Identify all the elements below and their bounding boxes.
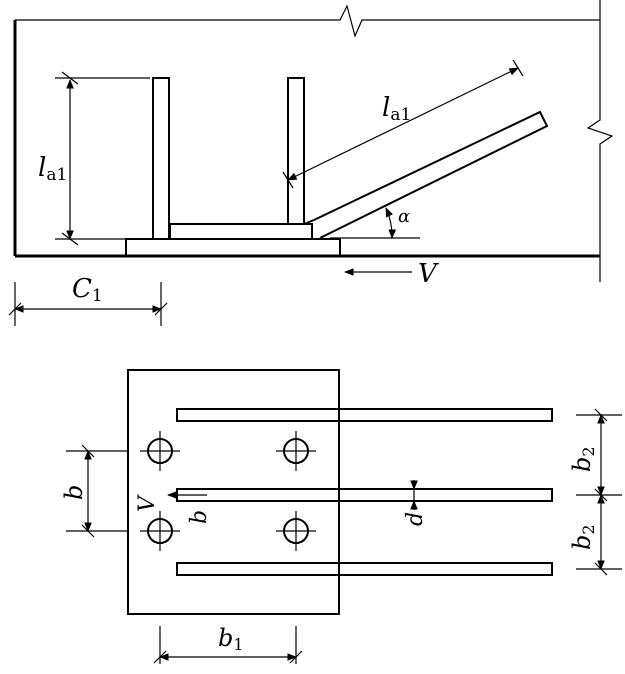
shear-label-elevation: V bbox=[418, 259, 439, 289]
stud-bottom-right bbox=[276, 511, 316, 551]
dim-la1-vertical-label: la1 bbox=[38, 153, 67, 185]
elevation-view: α la1 la1 V C1 bbox=[8, 0, 614, 326]
dim-b1-label: b1 bbox=[218, 624, 244, 654]
right-break-line bbox=[586, 0, 614, 282]
base-plate bbox=[125, 238, 341, 257]
plan-plate bbox=[127, 369, 340, 615]
plan-bar-middle bbox=[176, 488, 553, 502]
dim-d-label: d bbox=[403, 512, 428, 526]
angle-label: α bbox=[398, 206, 410, 227]
stud-top-right bbox=[276, 431, 316, 471]
stud-bottom-left bbox=[140, 511, 180, 551]
top-break-line bbox=[15, 4, 600, 38]
dim-la1-inclined-label: la1 bbox=[382, 93, 411, 125]
plan-bar-bottom bbox=[176, 562, 553, 576]
plan-view: b V b d b2 b2 b1 bbox=[60, 369, 622, 664]
b-under-arrow-label: b bbox=[187, 510, 212, 524]
stud-top-left bbox=[140, 431, 180, 471]
inclined-anchor-bar bbox=[303, 110, 549, 239]
dim-b-label: b bbox=[60, 485, 88, 500]
dim-b2-top-label: b2 bbox=[568, 446, 598, 472]
vertical-anchor-left bbox=[152, 77, 170, 240]
vertical-anchor-right bbox=[287, 77, 305, 225]
shear-label-plan: V bbox=[135, 494, 160, 512]
horizontal-bar bbox=[169, 223, 313, 240]
angle-arc bbox=[385, 207, 397, 239]
plan-bar-top bbox=[176, 408, 553, 422]
dim-la1-inclined-line bbox=[287, 67, 519, 181]
dim-c1-label: C1 bbox=[72, 274, 103, 306]
dim-b2-bottom-label: b2 bbox=[568, 524, 598, 550]
